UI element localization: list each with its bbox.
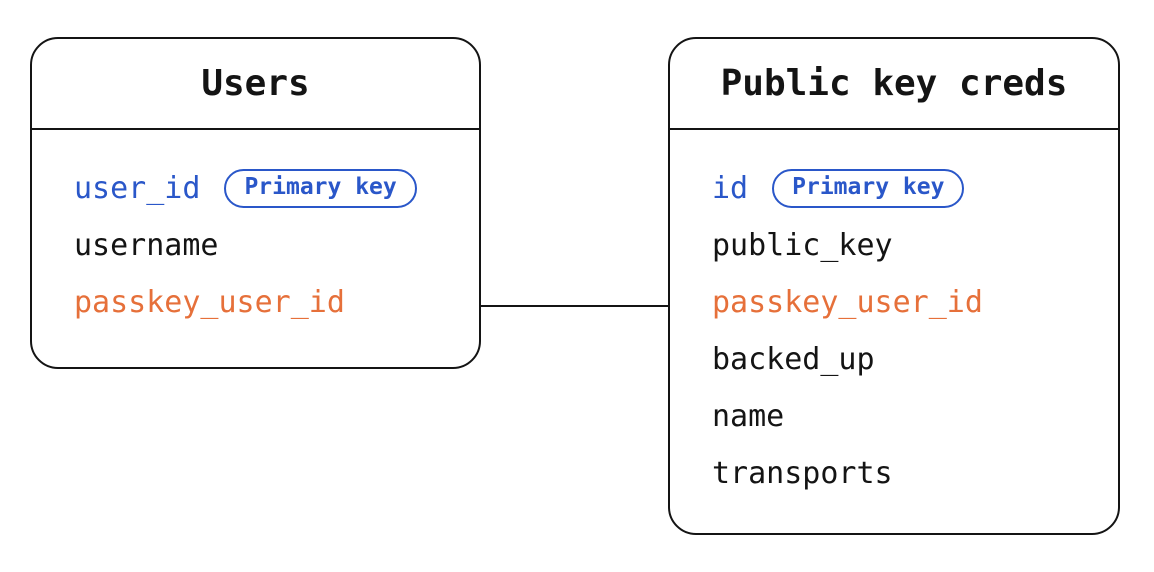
- field-name-passkey-user-id: passkey_user_id: [712, 285, 983, 320]
- field-row-public-key: public_key: [712, 217, 1098, 274]
- table-users-body: user_id Primary key username passkey_use…: [32, 130, 479, 331]
- relationship-line: [481, 305, 668, 307]
- field-name-public-key: public_key: [712, 228, 893, 263]
- field-row-user-id: user_id Primary key: [74, 160, 459, 217]
- table-public-key-creds-body: id Primary key public_key passkey_user_i…: [670, 130, 1118, 502]
- primary-key-badge: Primary key: [772, 168, 965, 209]
- table-users-header: Users: [32, 39, 479, 130]
- field-row-backed-up: backed_up: [712, 331, 1098, 388]
- field-name-backed-up: backed_up: [712, 342, 875, 377]
- field-row-username: username: [74, 217, 459, 274]
- field-row-id: id Primary key: [712, 160, 1098, 217]
- field-name-user-id: user_id: [74, 171, 201, 206]
- table-public-key-creds-title: Public key creds: [720, 63, 1068, 104]
- field-name-id: id: [712, 171, 749, 206]
- table-public-key-creds: Public key creds id Primary key public_k…: [668, 37, 1120, 535]
- field-row-passkey-user-id: passkey_user_id: [712, 274, 1098, 331]
- primary-key-badge: Primary key: [224, 168, 417, 209]
- field-row-name: name: [712, 388, 1098, 445]
- table-public-key-creds-header: Public key creds: [670, 39, 1118, 130]
- table-users: Users user_id Primary key username passk…: [30, 37, 481, 369]
- field-name-transports: transports: [712, 456, 893, 491]
- field-row-passkey-user-id: passkey_user_id: [74, 274, 459, 331]
- field-name-name: name: [712, 399, 785, 434]
- field-row-transports: transports: [712, 445, 1098, 502]
- field-name-passkey-user-id: passkey_user_id: [74, 285, 345, 320]
- table-users-title: Users: [201, 63, 310, 104]
- field-name-username: username: [74, 228, 219, 263]
